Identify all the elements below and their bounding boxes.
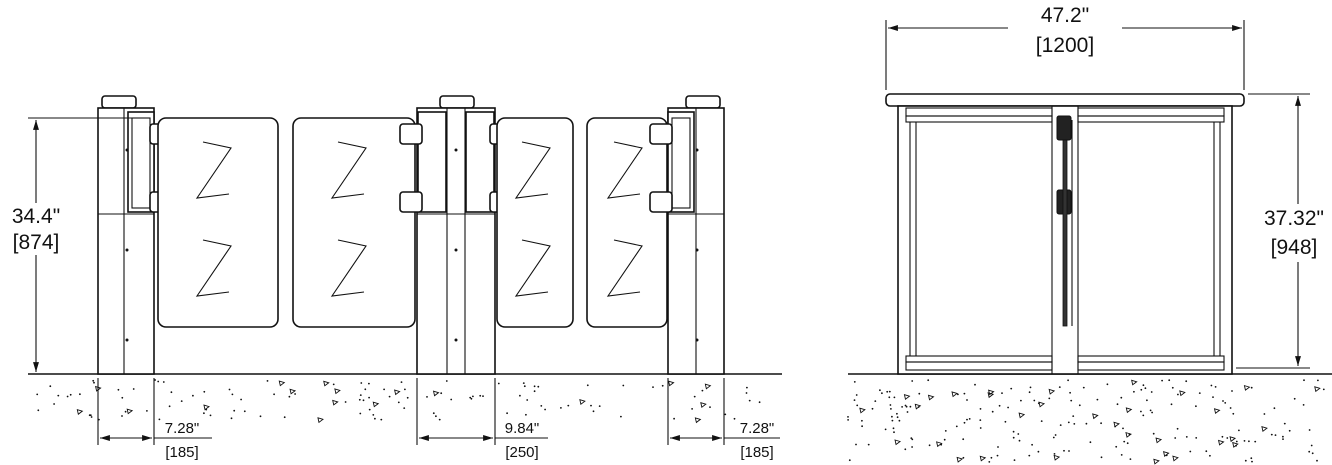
glass-panel-2 [292,117,416,328]
width-dimension-1: 7.28" [185] [97,378,212,461]
cabinet-body [885,93,1245,375]
side-elevation-view: 47.2" [1200] 37.32" [948] [847,0,1332,465]
width-dim-1-inch: 7.28" [165,420,200,437]
width-dim-3-inch: 7.28" [740,420,775,437]
height-dim-right-mm: [948] [1271,236,1318,259]
width-dimension-3: 7.28" [185] [667,378,780,461]
pedestal-center [399,95,513,375]
concrete-texture-right [847,379,1325,465]
height-dimension-right: 37.32" [948] [1236,93,1332,369]
width-dim-3-mm: [185] [740,444,773,461]
width-dim-right-mm: [1200] [1036,34,1094,57]
concrete-texture-left [36,379,761,424]
glass-panel-3 [496,117,574,328]
pedestal-left [97,95,173,375]
width-dimension-right: 47.2" [1200] [885,0,1245,90]
height-dim-mm: [874] [13,231,60,254]
width-dimension-2: 9.84" [250] [416,378,548,461]
pedestal-right [649,95,725,375]
width-dim-1-mm: [185] [165,444,198,461]
width-dim-2-mm: [250] [505,444,538,461]
glass-panel-4 [586,117,668,328]
height-dim-right-inch: 37.32" [1264,207,1324,230]
front-elevation-view: 34.4" [874] 7.28" [185] 9.84" [250] 7.28… [0,95,782,461]
height-dim-inch: 34.4" [12,205,60,228]
glass-panel-1 [157,117,279,328]
width-dim-right-inch: 47.2" [1041,4,1089,27]
width-dim-2-inch: 9.84" [505,420,540,437]
height-dimension-left: 34.4" [874] [0,117,150,372]
